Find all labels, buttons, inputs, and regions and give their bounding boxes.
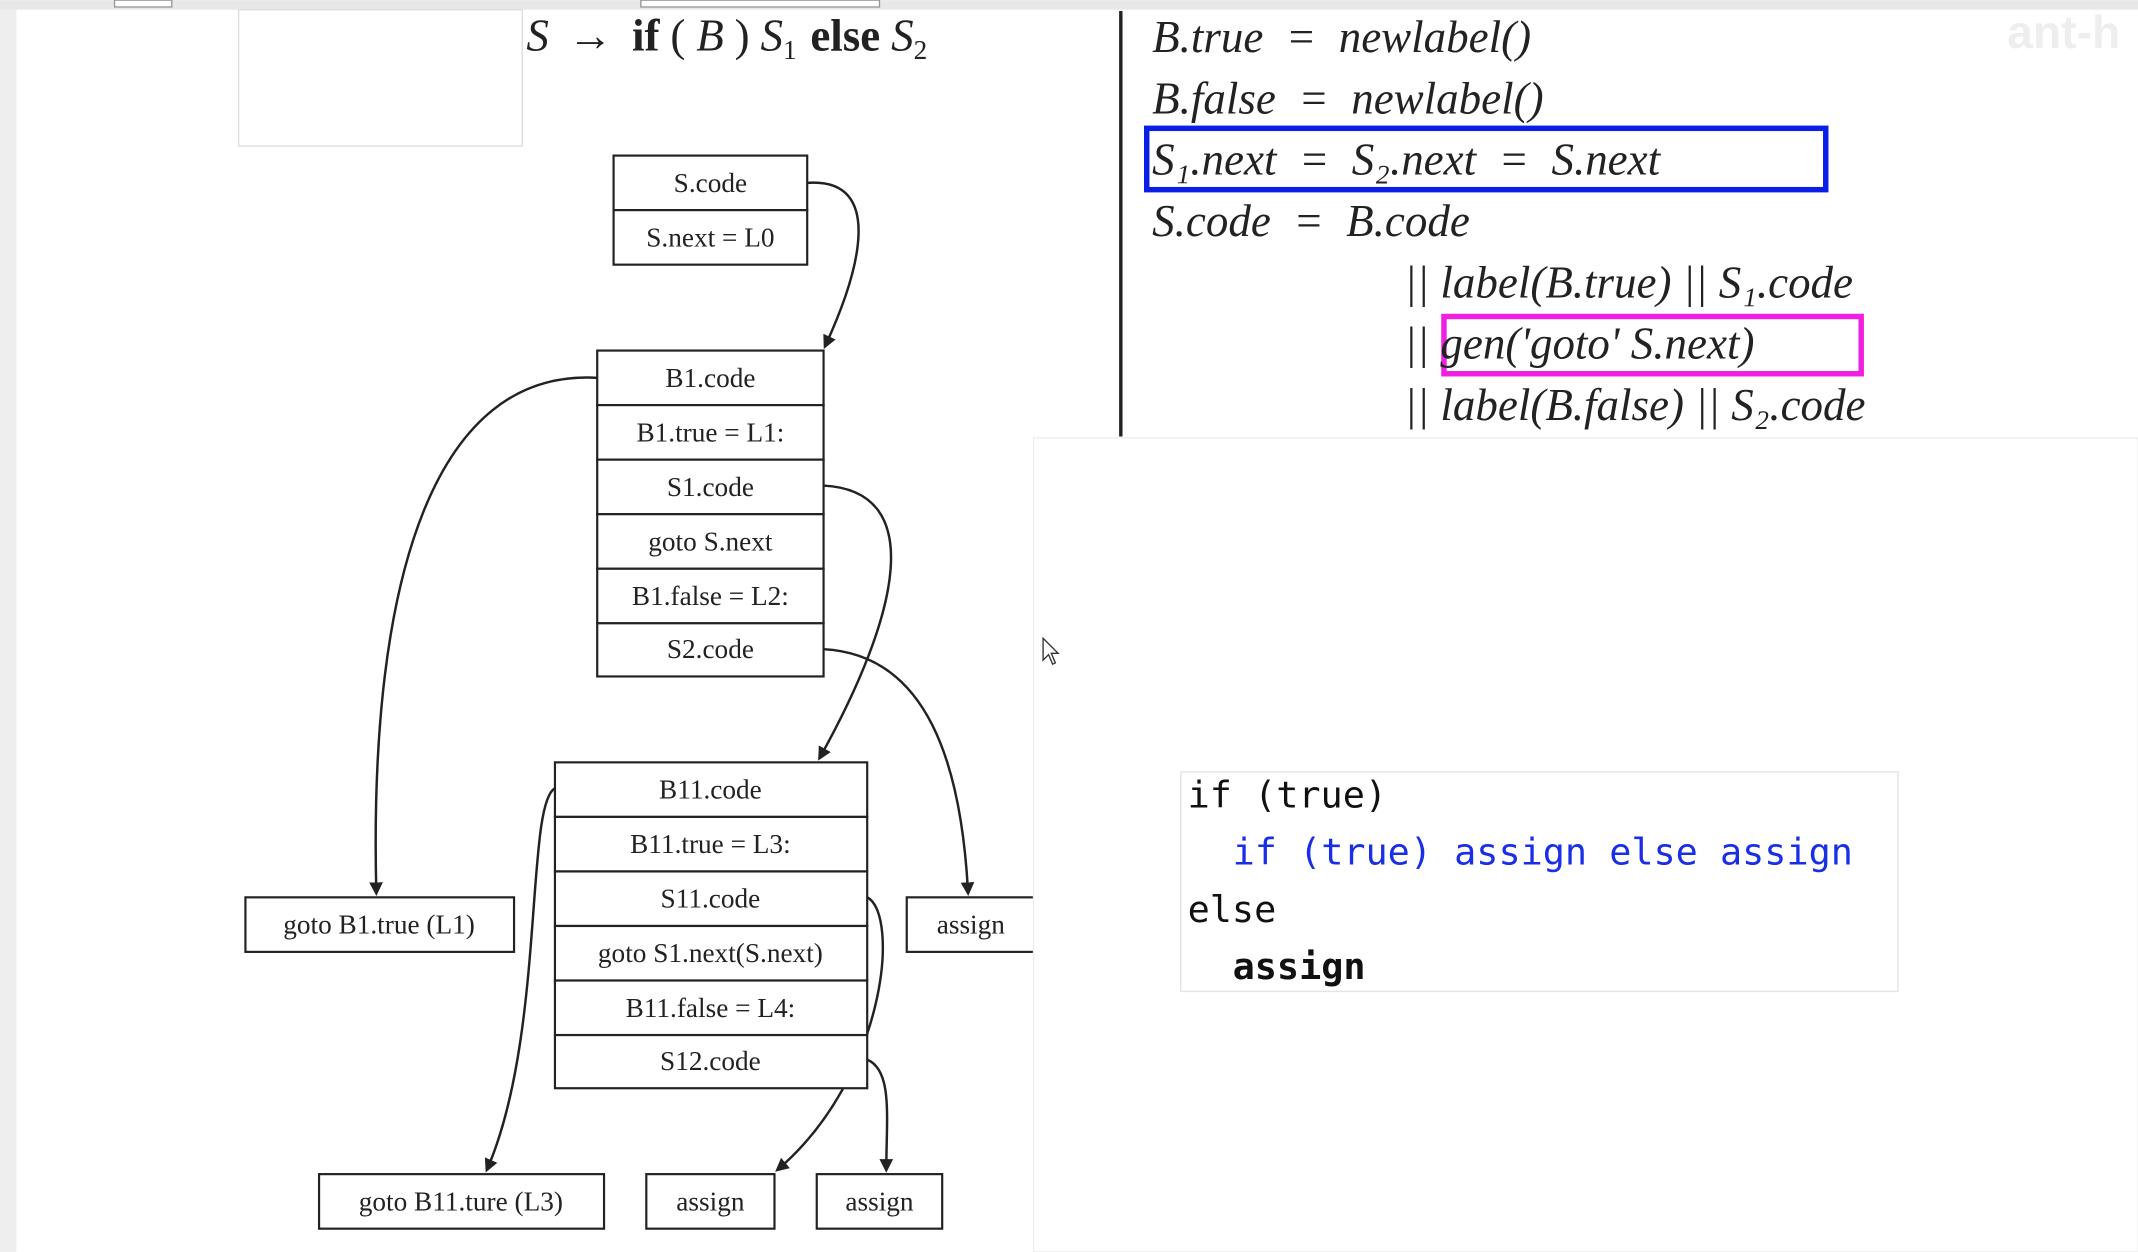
code-line-4: assign	[1233, 945, 1366, 988]
svg-text:goto B1.true (L1): goto B1.true (L1)	[283, 910, 475, 940]
arrow-s11-to-assign	[775, 896, 885, 1172]
svg-text:B11.code: B11.code	[659, 775, 762, 805]
b11-node: B11.code B11.true = L3: S11.code goto S1…	[553, 761, 869, 1090]
svg-text:B11.false = L4:: B11.false = L4:	[626, 993, 796, 1023]
rule-b-true: B.true = newlabel()	[1152, 12, 1531, 62]
watermark: ant-h	[2007, 6, 2120, 58]
arrow-s2-to-assign	[823, 647, 975, 896]
toolbar-field[interactable]	[113, 0, 173, 8]
rule-code: S.code = B.code	[1152, 196, 1470, 246]
code-line-2: if (true) assign else assign	[1233, 831, 1853, 874]
arrow-s12-to-assign	[866, 1058, 894, 1173]
svg-text:S12.code: S12.code	[660, 1046, 761, 1076]
mouse-cursor-icon	[1042, 636, 1060, 666]
svg-text:B11.true = L3:: B11.true = L3:	[630, 829, 791, 859]
code-line-3: else	[1188, 888, 1277, 931]
svg-text:assign: assign	[937, 910, 1006, 940]
toolbar-input[interactable]	[640, 0, 881, 8]
goto-b1-true-node: goto B1.true (L1)	[244, 896, 516, 953]
blank-panel	[237, 9, 523, 147]
rule-b-false: B.false = newlabel()	[1152, 73, 1543, 123]
rule-code-gen: || gen('goto' S.next)	[1404, 319, 1754, 369]
s-node: S.code S.next = L0	[612, 154, 809, 266]
code-line-1: if (true)	[1188, 773, 1387, 816]
arrow-b1-to-goto	[369, 376, 598, 896]
svg-text:S11.code: S11.code	[661, 884, 761, 914]
assign-node-1: assign	[645, 1173, 776, 1230]
svg-text:assign: assign	[676, 1186, 745, 1216]
rule-code-true: || label(B.true) || S₁.code	[1404, 257, 1853, 307]
arrow-s-to-b1	[807, 181, 860, 349]
svg-text:S2.code: S2.code	[667, 634, 754, 664]
rule-code-false: || label(B.false) || S₂.code	[1404, 380, 1865, 430]
assign-node-right: assign	[905, 896, 1045, 953]
svg-text:B1.false = L2:: B1.false = L2:	[632, 581, 789, 611]
assign-node-2: assign	[815, 1173, 944, 1230]
svg-text:S.code: S.code	[674, 168, 747, 198]
svg-text:B1.code: B1.code	[665, 363, 755, 393]
toolbar-strip	[0, 0, 2138, 10]
svg-text:goto S.next: goto S.next	[648, 526, 773, 556]
svg-text:goto B11.ture (L3): goto B11.ture (L3)	[359, 1186, 563, 1216]
b1-node: B1.code B1.true = L1: S1.code goto S.nex…	[596, 349, 825, 678]
code-sample-box	[1180, 771, 1899, 993]
svg-text:B1.true = L1:: B1.true = L1:	[636, 417, 784, 447]
highlight-next-box	[1143, 125, 1829, 193]
svg-text:S1.code: S1.code	[667, 472, 754, 502]
rule-next: S₁.next = S₂.next = S.next	[1152, 135, 1661, 185]
svg-text:goto S1.next(S.next): goto S1.next(S.next)	[598, 938, 823, 968]
arrow-b11-to-goto	[484, 787, 556, 1173]
highlight-gen-box	[1441, 313, 1864, 377]
goto-b11-true-node: goto B11.ture (L3)	[317, 1173, 606, 1230]
arrow-s1-to-b11	[818, 484, 893, 761]
svg-text:S.next = L0: S.next = L0	[646, 222, 774, 252]
left-gutter	[0, 9, 17, 1252]
svg-text:assign: assign	[845, 1186, 914, 1216]
